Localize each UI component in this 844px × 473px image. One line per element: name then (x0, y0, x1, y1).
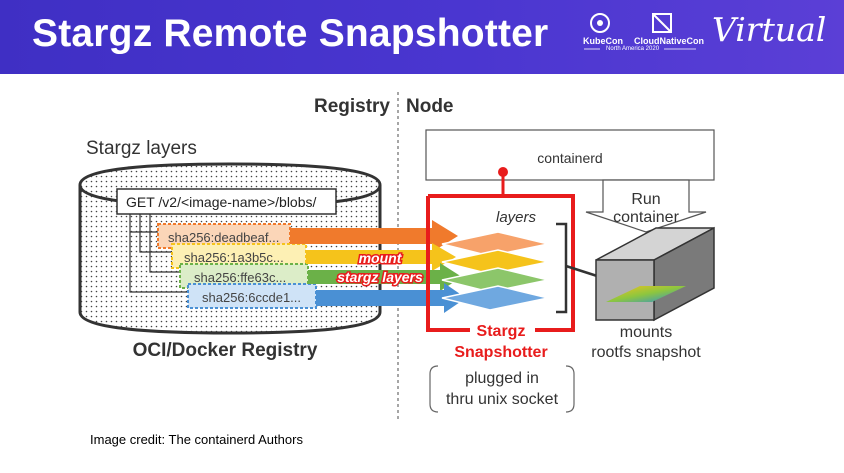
kubecon-logo-icon (584, 13, 696, 50)
node-heading: Node (406, 96, 454, 117)
plugged-bracket-right (565, 365, 575, 413)
virtual-wordmark: Virtual (712, 10, 827, 49)
sha-text-0: sha256:deadbeaf... (168, 230, 279, 245)
plugged-bracket-left (429, 365, 439, 413)
slide-header (0, 0, 844, 74)
layer-green (441, 267, 549, 293)
snapshotter-box-right (428, 194, 575, 332)
connector-dot (498, 167, 508, 177)
get-request-box (116, 188, 337, 215)
mount-label-1: mount (359, 250, 403, 266)
mount-arrow-green (308, 263, 462, 291)
registry-heading: Registry (314, 96, 390, 117)
snapshotter-label-1: Stargz (477, 323, 526, 340)
containerd-box (425, 129, 715, 181)
mounts-label-2: rootfs snapshot (591, 344, 701, 361)
mount-label-2: stargz layers (337, 269, 423, 285)
layer-orange (441, 231, 549, 257)
cloudnativecon-text: CloudNativeCon (634, 36, 705, 46)
layers-label: layers (496, 209, 537, 226)
sha-text-1: sha256:1a3b5c... (184, 250, 284, 265)
stargz-layers-label: Stargz layers (86, 138, 197, 159)
run-label-2: container (613, 209, 679, 226)
blob-tree-connector (129, 214, 196, 293)
containerd-label: containerd (537, 150, 602, 166)
mount-arrow-yellow (306, 243, 456, 271)
layer-blue (441, 285, 549, 311)
slide-title: Stargz Remote Snapshotter (32, 12, 549, 55)
run-container-arrow (585, 179, 707, 233)
plugged-label-1: plugged in (465, 370, 539, 387)
layer-yellow (441, 249, 549, 275)
snapshotter-box-left (426, 196, 470, 332)
kubecon-logo: KubeCon CloudNativeCon North America 202… (580, 10, 704, 64)
sha-text-3: sha256:6ccde1... (202, 290, 301, 305)
plugged-label-2: thru unix socket (446, 391, 559, 408)
kubecon-text: KubeCon (583, 36, 623, 46)
registry-label: OCI/Docker Registry (133, 340, 318, 361)
mounts-label-1: mounts (620, 324, 672, 341)
layers-bracket (556, 222, 568, 314)
get-request-text: GET /v2/<image-name>/blobs/ (126, 194, 317, 210)
mount-arrow-orange (290, 220, 458, 252)
sha-blob-blue: sha256:6ccde1... (187, 283, 317, 309)
snapshotter-label-2: Snapshotter (454, 344, 547, 361)
run-label-1: Run (631, 191, 660, 208)
sha-text-2: sha256:ffe63c... (194, 270, 286, 285)
rootfs-snapshot-layer (606, 286, 686, 302)
event-text: North America 2020 (606, 46, 660, 52)
image-credit: Image credit: The containerd Authors (90, 432, 303, 447)
